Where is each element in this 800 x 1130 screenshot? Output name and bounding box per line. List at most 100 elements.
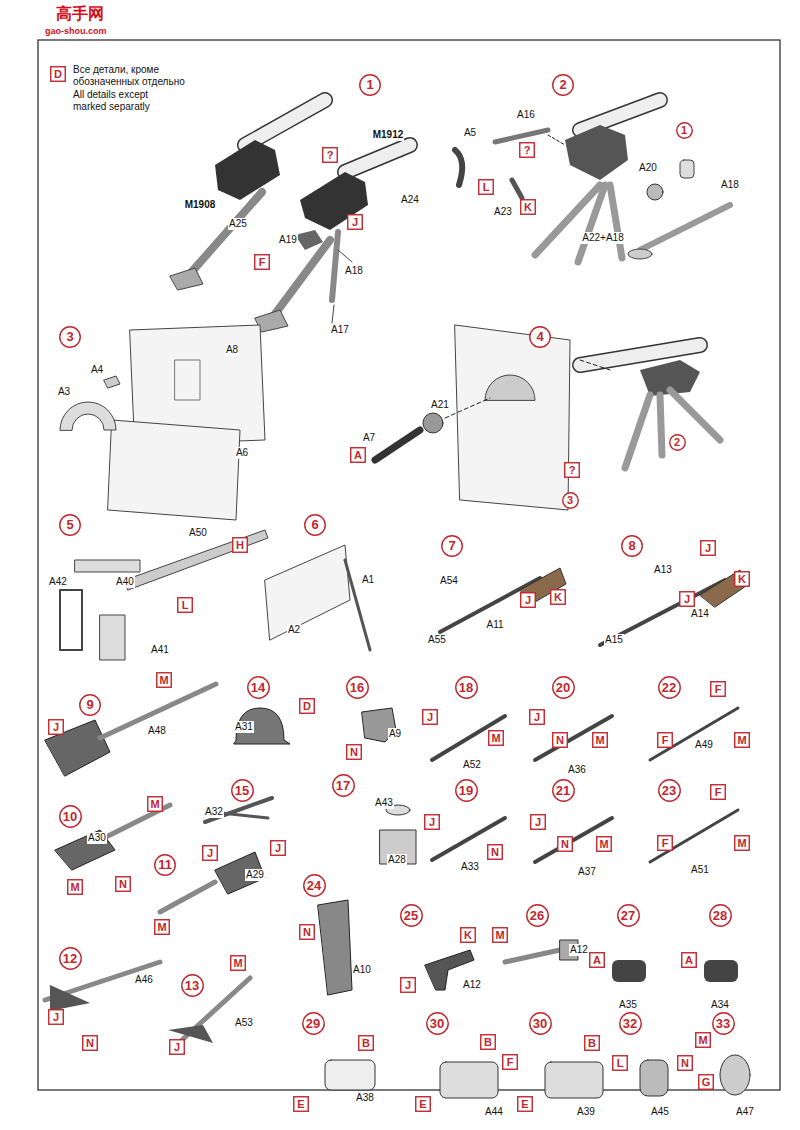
part-number: A3 <box>57 386 71 398</box>
color-code-box: E <box>517 1096 533 1112</box>
step-number-circle: 1 <box>359 74 381 96</box>
color-code: A <box>681 952 697 968</box>
part-number: A36 <box>567 764 587 776</box>
color-code-box: E <box>293 1096 309 1112</box>
part-number: A41 <box>150 644 170 656</box>
part-number: A38 <box>355 1092 375 1104</box>
step-number-circle: 20 <box>552 676 575 699</box>
step-number-circle: 2 <box>669 434 686 451</box>
part-number: A6 <box>235 447 249 459</box>
color-code: J <box>424 814 440 830</box>
part-number: A33 <box>460 861 480 873</box>
step-number-circle: 17 <box>332 774 355 797</box>
color-code-box: J <box>529 709 545 725</box>
color-code-box: M <box>230 955 246 971</box>
color-code: J <box>520 592 536 608</box>
part-number: A51 <box>690 864 710 876</box>
step-number-circle: 30 <box>529 1012 552 1035</box>
step-number-circle: 9 <box>79 694 101 716</box>
step-number-circle: 26 <box>526 904 549 927</box>
step-number-circle: 5 <box>59 514 81 536</box>
color-code: J <box>529 709 545 725</box>
part-number: A46 <box>134 974 154 986</box>
part-number: A9 <box>388 728 402 740</box>
callout-number: 29 <box>302 1012 325 1035</box>
callout-number: 2 <box>669 434 686 451</box>
callout-number: 1 <box>676 122 693 139</box>
color-code-box: M <box>488 730 504 746</box>
callout-number: 28 <box>709 904 732 927</box>
step-number-circle: 15 <box>231 779 254 802</box>
color-code: B <box>584 1035 600 1051</box>
color-code: F <box>254 254 270 270</box>
color-code-box: F <box>657 732 673 748</box>
color-code: G <box>698 1074 714 1090</box>
step-number-circle: 14 <box>247 676 270 699</box>
color-code: J <box>48 1009 64 1025</box>
part-number: A5 <box>463 127 477 139</box>
step-number-circle: 33 <box>712 1012 735 1035</box>
color-code: M <box>488 730 504 746</box>
color-code: J <box>530 814 546 830</box>
color-code-box: J <box>679 591 695 607</box>
callout-number: 1 <box>359 74 381 96</box>
part-number: A8 <box>225 344 239 356</box>
step-number-circle: 6 <box>304 514 326 536</box>
color-code-box: A <box>589 952 605 968</box>
step-number-circle: 25 <box>400 904 423 927</box>
color-code: J <box>700 540 716 556</box>
color-code: J <box>202 845 218 861</box>
watermark: 高手网 <box>55 5 105 23</box>
color-code: J <box>679 591 695 607</box>
callout-number: 5 <box>59 514 81 536</box>
color-code: F <box>502 1054 518 1070</box>
color-code-box: J <box>169 1039 185 1055</box>
part-number: A55 <box>427 634 447 646</box>
color-code: B <box>480 1034 496 1050</box>
callout-number: 17 <box>332 774 355 797</box>
part-number: A44 <box>484 1106 504 1118</box>
part-number: A14 <box>690 608 710 620</box>
color-code-box: J <box>520 592 536 608</box>
callout-number: 15 <box>231 779 254 802</box>
part-number: A37 <box>577 866 597 878</box>
part-number: A11 <box>485 619 504 631</box>
part-number: A23 <box>493 206 513 218</box>
color-code-box: K <box>734 571 750 587</box>
color-code-box: B <box>358 1035 374 1051</box>
color-code-box: M <box>734 732 750 748</box>
model-name: M1912 <box>372 129 405 141</box>
color-code: M <box>734 835 750 851</box>
part-number: A13 <box>653 564 673 576</box>
color-code-box: N <box>299 924 315 940</box>
step-number-circle: 32 <box>619 1012 642 1035</box>
callout-number: 16 <box>346 676 369 699</box>
step-number-circle: 4 <box>529 326 551 348</box>
color-code-box: M <box>695 1032 711 1048</box>
color-code: E <box>517 1096 533 1112</box>
color-code: J <box>169 1039 185 1055</box>
part-number: A12 <box>462 979 482 991</box>
color-code-box: B <box>480 1034 496 1050</box>
callout-number: 3 <box>562 492 579 509</box>
part-number: A47 <box>735 1106 755 1118</box>
color-code: K <box>520 199 536 215</box>
callout-number: 25 <box>400 904 423 927</box>
step-number-circle: 12 <box>59 947 82 970</box>
part-number: A2 <box>287 624 301 636</box>
part-number: A39 <box>576 1106 596 1118</box>
callout-number: 19 <box>455 779 478 802</box>
part-number: A18 <box>720 179 740 191</box>
color-code-box: ? <box>564 462 580 478</box>
step-number-circle: 21 <box>552 779 575 802</box>
callout-number: 6 <box>304 514 326 536</box>
part-number: A54 <box>439 575 459 587</box>
step-number-circle: 8 <box>621 535 643 557</box>
color-code-box: J <box>422 709 438 725</box>
callout-number: 21 <box>552 779 575 802</box>
color-code-box: N <box>552 732 568 748</box>
color-code: E <box>293 1096 309 1112</box>
color-code: ? <box>322 147 338 163</box>
color-code-box: K <box>550 589 566 605</box>
color-code: D <box>50 66 66 82</box>
